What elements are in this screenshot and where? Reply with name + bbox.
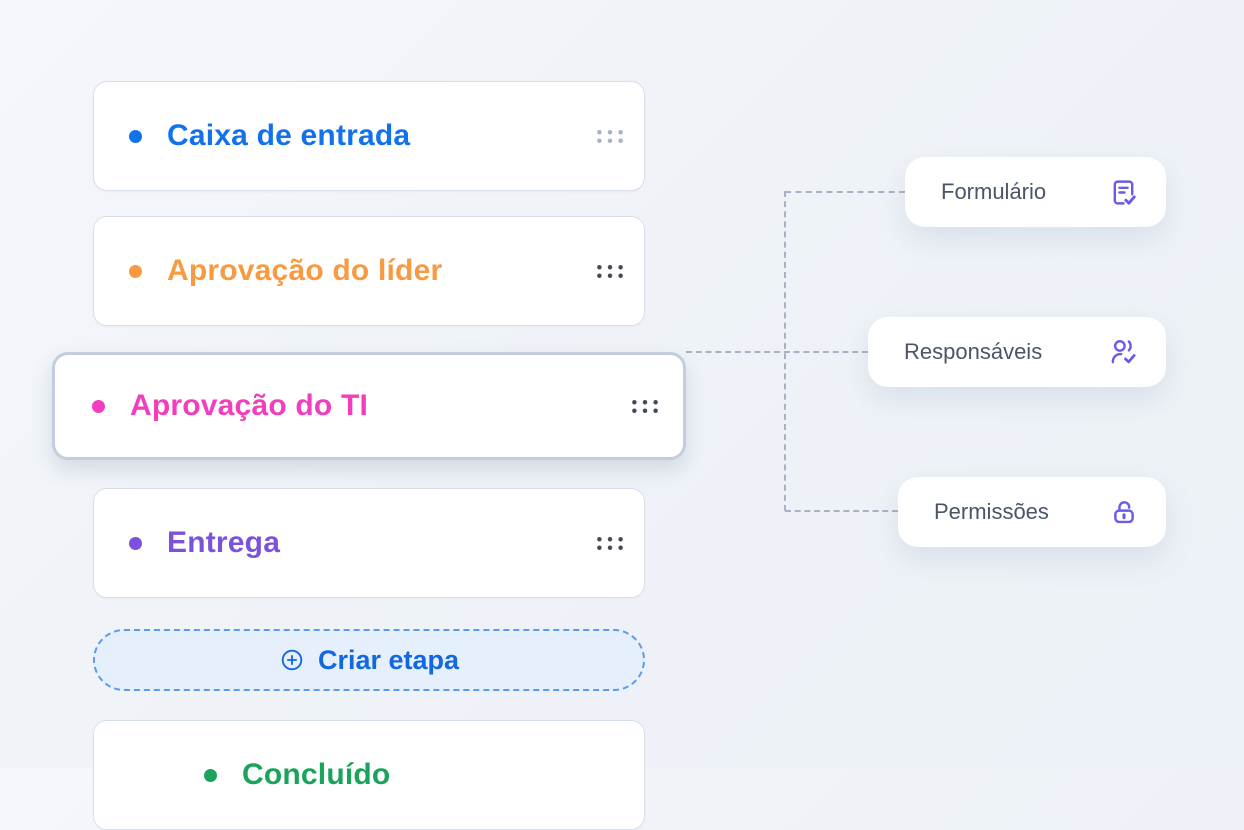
config-card-label: Responsáveis	[904, 339, 1043, 364]
user-check-icon	[1109, 338, 1138, 367]
form-check-icon	[1109, 178, 1138, 207]
stage-color-dot	[204, 768, 217, 782]
plus-circle-icon	[279, 647, 305, 673]
drag-handle-icon[interactable]	[596, 128, 624, 145]
connector-line-to-permissoes	[785, 510, 898, 512]
stage-label: Entrega	[167, 526, 281, 559]
lock-open-icon	[1110, 498, 1138, 526]
connector-line-selected-to-hub	[686, 351, 868, 353]
stage-label: Aprovação do TI	[130, 389, 369, 422]
config-card-label: Permissões	[934, 499, 1049, 524]
stage-label: Caixa de entrada	[167, 119, 411, 152]
config-card-label: Formulário	[941, 179, 1047, 204]
stage-card-caixa-de-entrada[interactable]: Caixa de entrada	[93, 81, 645, 191]
config-card-permissoes[interactable]: Permissões	[898, 477, 1166, 547]
config-card-responsaveis[interactable]: Responsáveis	[868, 317, 1166, 387]
config-card-formulario[interactable]: Formulário	[905, 157, 1166, 227]
stage-color-dot	[129, 129, 142, 143]
stage-color-dot	[92, 399, 105, 413]
stage-label: Aprovação do líder	[167, 254, 443, 287]
create-stage-button[interactable]: Criar etapa	[93, 629, 645, 691]
stage-card-aprovacao-do-lider[interactable]: Aprovação do líder	[93, 216, 645, 326]
drag-handle-icon[interactable]	[631, 398, 659, 415]
create-stage-label: Criar etapa	[317, 644, 460, 675]
stage-card-entrega[interactable]: Entrega	[93, 488, 645, 598]
connector-line-to-formulario	[785, 191, 905, 193]
stage-label: Concluído	[242, 758, 391, 791]
stage-card-concluido[interactable]: Concluído	[93, 720, 645, 830]
drag-handle-icon[interactable]	[596, 535, 624, 552]
stage-color-dot	[129, 536, 142, 550]
stage-card-aprovacao-do-ti-selected[interactable]: Aprovação do TI	[52, 352, 686, 460]
drag-handle-icon[interactable]	[596, 263, 624, 280]
stage-color-dot	[129, 264, 142, 278]
connector-line-vertical	[784, 191, 786, 511]
